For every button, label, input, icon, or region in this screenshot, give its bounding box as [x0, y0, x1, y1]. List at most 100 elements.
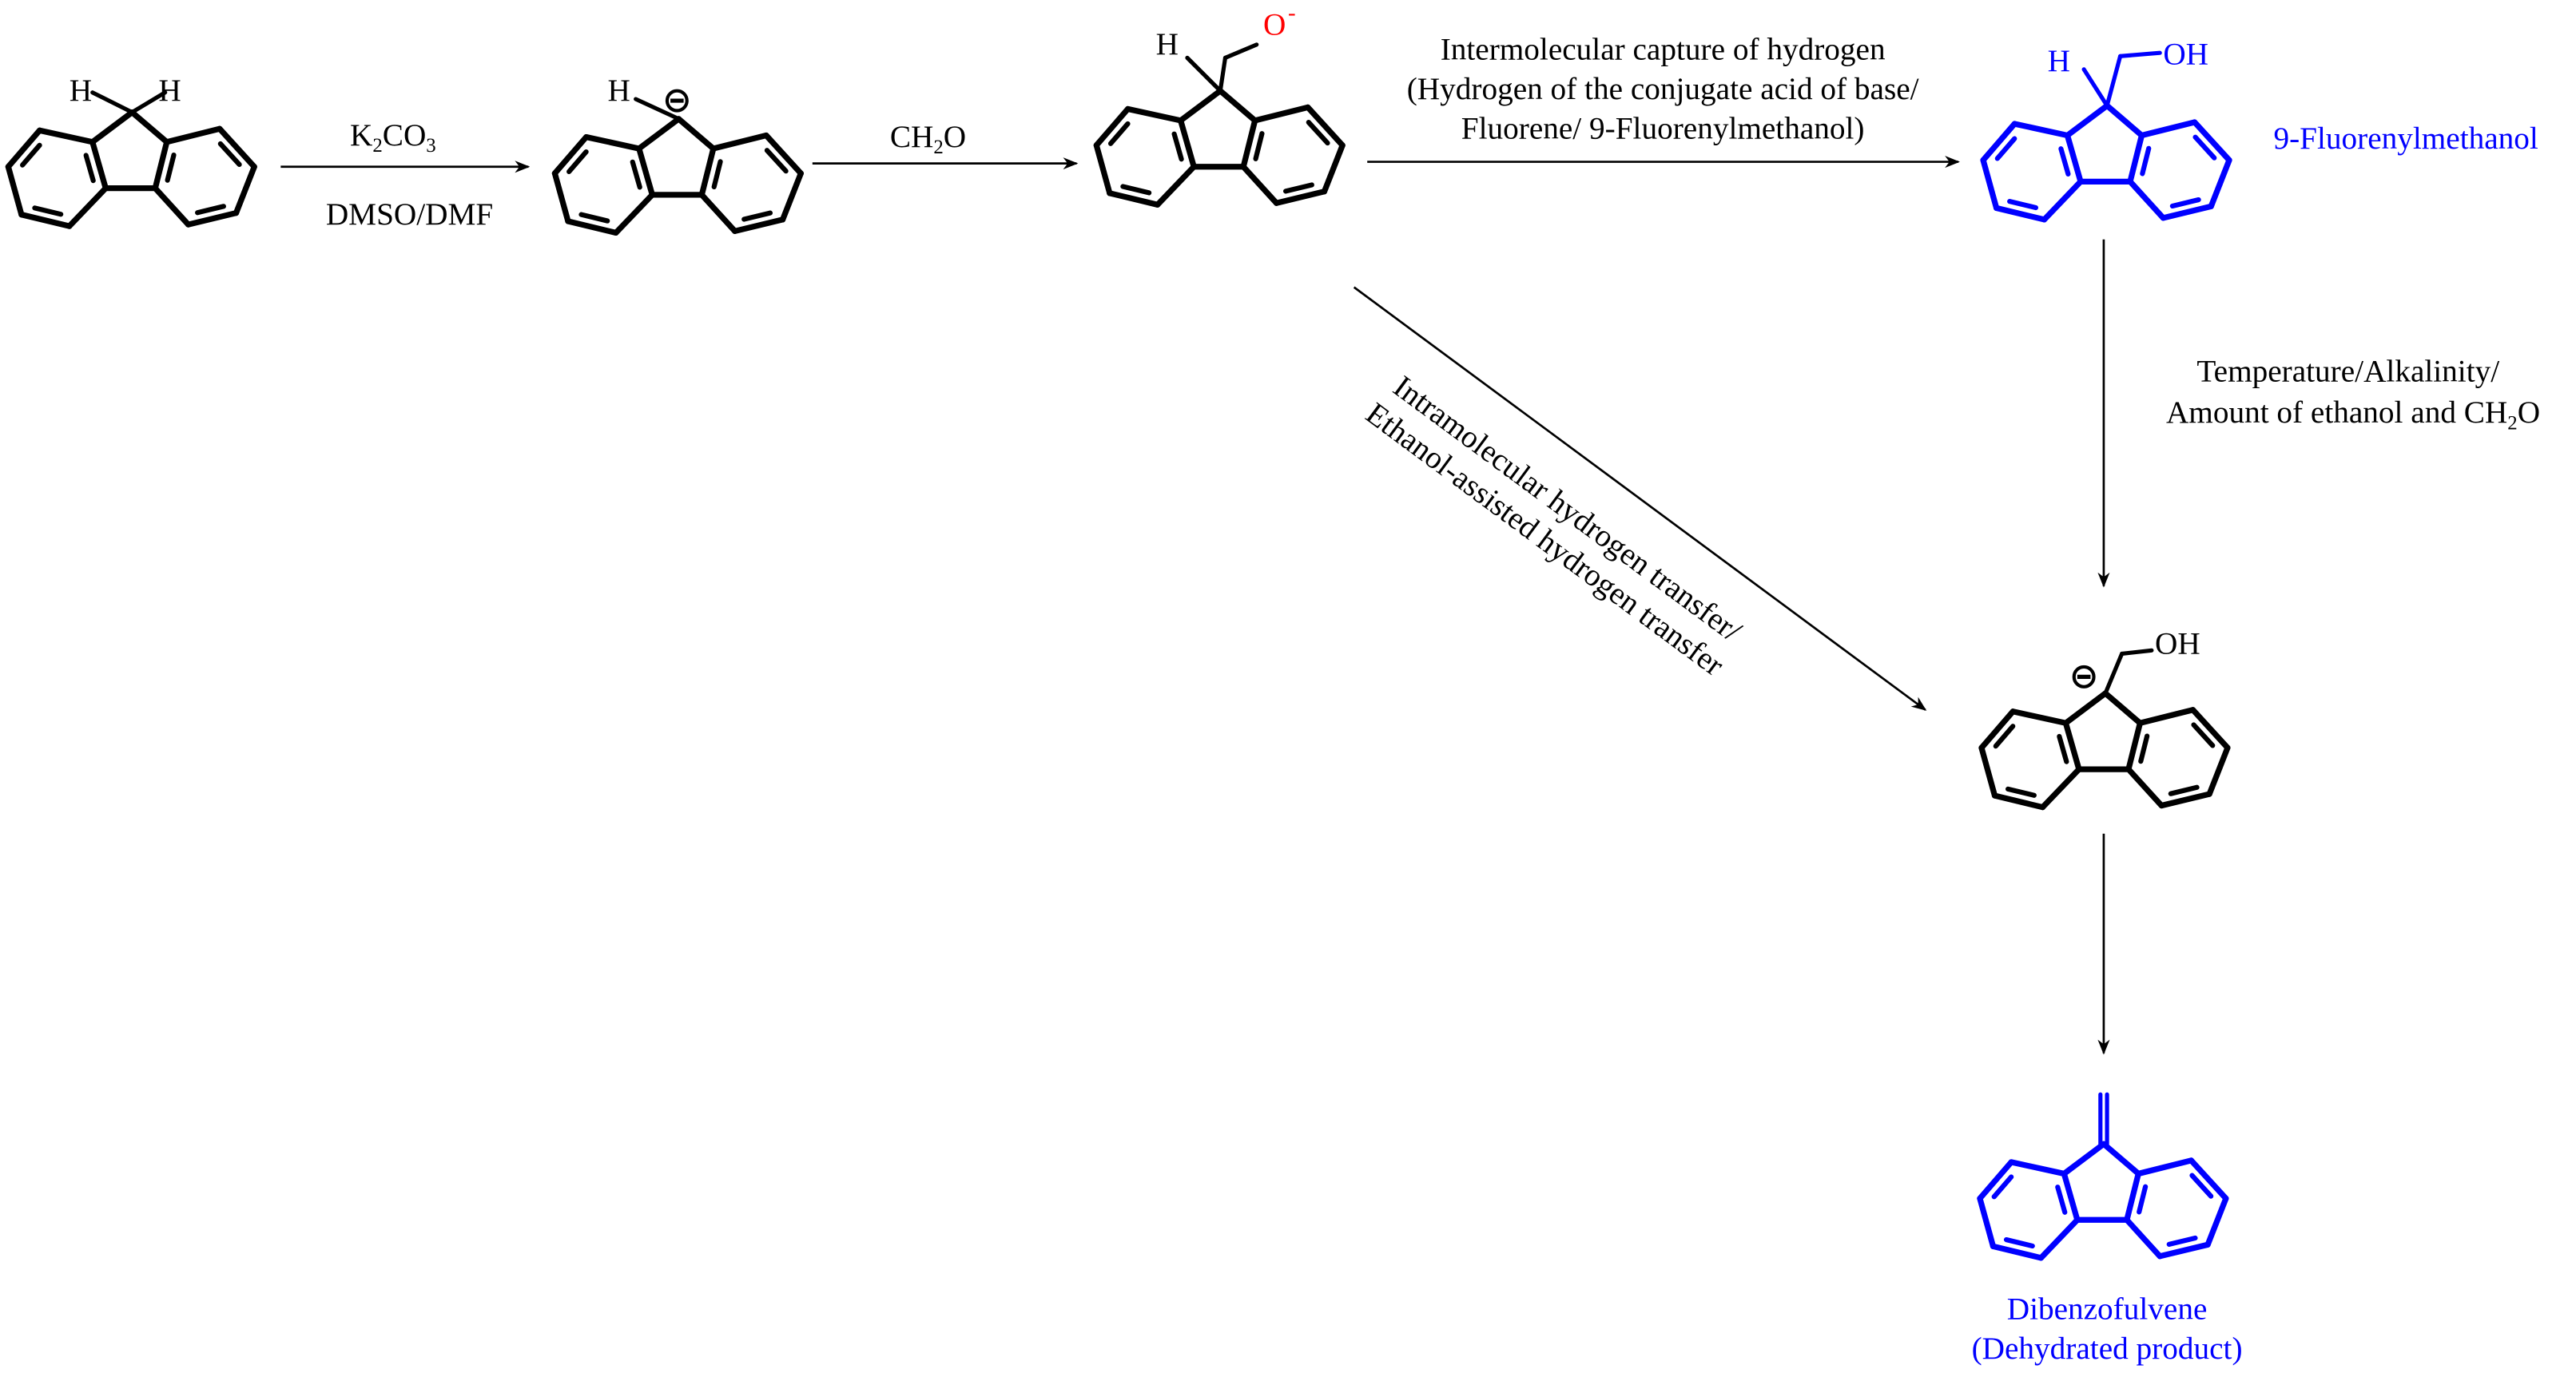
bond	[2204, 1195, 2229, 1248]
bond	[5, 164, 25, 218]
bond	[1977, 1159, 2014, 1202]
bond	[2010, 708, 2069, 726]
bond	[1218, 55, 1228, 93]
bond	[1107, 190, 1161, 208]
alkoxide-intermediate-molecule	[1093, 42, 1346, 208]
double-bond	[2003, 1236, 2035, 1249]
product-name-fluorenylmethanol: 9-Fluorenylmethanol	[2273, 121, 2538, 156]
bond	[2124, 1170, 2141, 1223]
bond	[2157, 1241, 2211, 1260]
bond	[2158, 791, 2212, 809]
atom-h-label: H	[608, 73, 630, 108]
bond	[2011, 121, 2071, 139]
bond	[1093, 105, 1131, 149]
double-bond	[2138, 733, 2150, 764]
alkoxide-oxygen-label: O	[1263, 7, 1286, 42]
step3-condition-line1: Intermolecular capture of hydrogen	[1441, 32, 1886, 66]
bond	[2062, 720, 2082, 772]
bond	[1321, 142, 1346, 195]
step3-condition-line2: (Hydrogen of the conjugate acid of base/	[1407, 72, 1919, 106]
bond	[89, 109, 135, 145]
bond	[2037, 1216, 2081, 1261]
bond	[2135, 1157, 2195, 1177]
bond	[1222, 42, 1259, 60]
diagonal-condition-line1: Intramolecular hydrogen transfer/	[1387, 369, 1747, 649]
bond	[5, 127, 43, 170]
bond	[152, 185, 192, 228]
double-bond	[20, 142, 42, 168]
double-bond	[2191, 722, 2216, 748]
bond	[710, 132, 769, 152]
bond	[1991, 792, 2046, 811]
atom-h-label: H	[70, 73, 92, 108]
bond	[2125, 766, 2165, 809]
bond	[2081, 67, 2109, 108]
bond	[18, 212, 73, 229]
carbanion-charge-icon	[665, 89, 689, 113]
double-bond	[1253, 131, 1265, 161]
bond	[90, 90, 134, 115]
bond	[2189, 707, 2231, 751]
bond	[2103, 651, 2125, 696]
reagent-k2co3: K2CO3	[350, 118, 436, 157]
bond	[1178, 117, 1197, 170]
bond	[185, 210, 240, 228]
bond	[551, 170, 571, 224]
double-bond	[711, 159, 723, 190]
bond	[2208, 157, 2232, 209]
bond	[2125, 720, 2144, 772]
bond	[1178, 88, 1223, 124]
double-bond	[1993, 724, 2016, 749]
bond	[2120, 648, 2154, 657]
double-bond	[1120, 184, 1152, 196]
double-bond	[2007, 199, 2038, 211]
bond	[2062, 690, 2109, 726]
bond	[698, 192, 738, 234]
step4-condition-line2: Amount of ethanol and CH2O	[2166, 395, 2540, 434]
bond	[89, 139, 109, 192]
bond	[698, 145, 717, 198]
bond	[634, 97, 681, 121]
bond	[1990, 1243, 2045, 1261]
double-bond	[1306, 120, 1330, 146]
bond	[2064, 132, 2084, 185]
carbanion-intermediate-molecule	[1978, 648, 2231, 811]
product-name-dibenzofulvene: Dibenzofulvene	[2007, 1292, 2208, 1326]
bond	[66, 185, 109, 229]
bond	[1217, 88, 1258, 124]
double-bond	[2169, 196, 2201, 209]
bond	[2127, 132, 2145, 185]
reagent-formaldehyde: CH2O	[890, 120, 966, 158]
bond	[1252, 104, 1311, 124]
double-bond	[1282, 182, 1314, 194]
bond	[2160, 203, 2214, 221]
bond	[636, 116, 682, 152]
bond	[1185, 55, 1222, 93]
bond	[636, 145, 655, 198]
dibenzofulvene-molecule	[1977, 1092, 2229, 1261]
bond	[2137, 707, 2196, 726]
bond	[217, 125, 257, 170]
double-bond	[1107, 121, 1131, 146]
double-bond	[217, 141, 242, 168]
atom-h-label: H	[1156, 27, 1179, 62]
double-bond	[2140, 145, 2152, 177]
double-bond	[2168, 784, 2200, 796]
bond	[129, 90, 168, 115]
bond	[2105, 54, 2123, 108]
bond	[2008, 1159, 2067, 1177]
double-bond	[566, 149, 589, 174]
bond	[1980, 157, 2000, 212]
double-bond	[630, 159, 642, 190]
bond	[2188, 1157, 2229, 1202]
double-bond	[1994, 136, 2017, 161]
bond	[583, 133, 642, 152]
double-bond	[165, 152, 177, 183]
bond	[2118, 50, 2162, 58]
step3-condition-line3: Fluorene/ 9-Fluorenylmethanol)	[1461, 112, 1865, 146]
bond	[1978, 744, 1998, 799]
atom-h-label: H	[158, 73, 181, 108]
double-bond	[1991, 1174, 2014, 1200]
bond	[779, 170, 804, 223]
